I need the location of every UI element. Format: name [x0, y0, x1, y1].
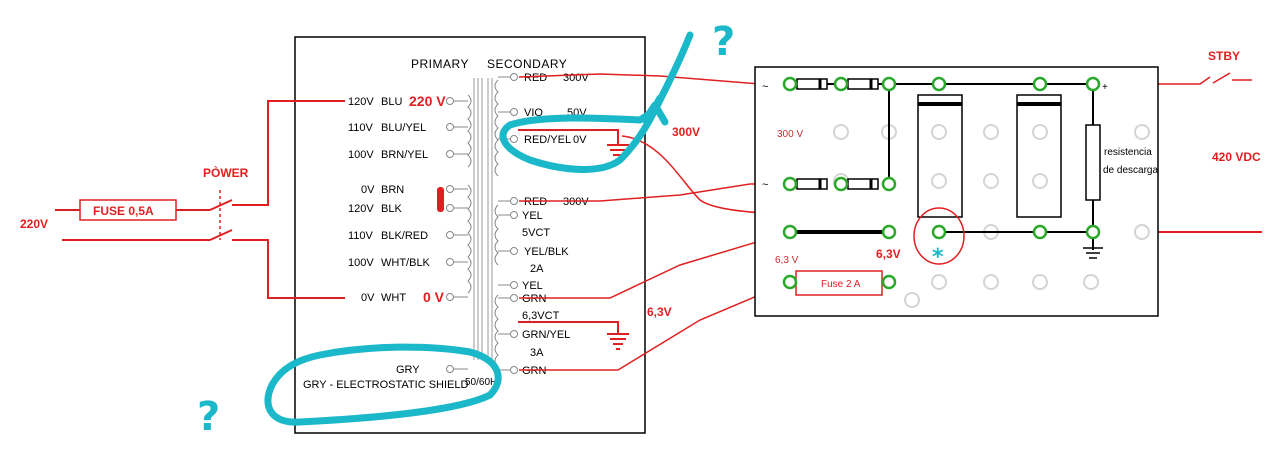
v63-left-label: 6,3V — [647, 305, 672, 319]
tap-voltage: 100V — [348, 257, 374, 269]
sec-color: RED — [524, 196, 547, 208]
sec-amp: 2A — [530, 263, 544, 275]
tap-pin — [446, 293, 454, 301]
filter-capacitors — [917, 94, 1062, 218]
tap-pin — [446, 123, 454, 131]
tap-220v-label: 220 V — [409, 93, 446, 109]
tap-pin — [446, 97, 454, 105]
shield-pin — [446, 365, 454, 373]
tap-color: BLU/YEL — [381, 122, 426, 134]
shield-label: GRY - ELECTROSTATIC SHIELD — [303, 379, 468, 391]
tap-color: BRN — [381, 184, 404, 196]
stby-label: STBY — [1208, 49, 1240, 63]
tap-color: WHT/BLK — [381, 257, 431, 269]
sec-value: 300V — [563, 196, 589, 208]
tap-color: BLU — [381, 96, 402, 108]
board-63v-annotation: 6,3V — [876, 247, 901, 261]
shield-color: GRY — [396, 364, 420, 376]
primary-jumper — [437, 187, 444, 212]
primary-title: PRIMARY — [411, 57, 469, 71]
tap-pin — [446, 150, 454, 158]
tap-voltage: 110V — [348, 230, 374, 242]
primary-coil — [467, 79, 499, 368]
sec-vct: 6,3VCT — [522, 310, 560, 322]
board-300v-label: 300 V — [777, 129, 803, 140]
power-switch-blade-1 — [209, 199, 233, 211]
ground-grnyel — [518, 321, 629, 350]
sec-color: VIO — [524, 107, 543, 119]
plus-sign: + — [1102, 82, 1108, 93]
sec-color: RED — [524, 72, 547, 84]
resistor-label-1: resistencia — [1104, 147, 1152, 158]
v300-label: 300V — [672, 125, 700, 139]
vdc420-label: 420 VDC — [1212, 150, 1261, 164]
tap-0v-label: 0 V — [423, 289, 445, 305]
sec-color: GRN — [522, 365, 547, 377]
sec-vct: 5VCT — [522, 227, 550, 239]
sec-value: 0V — [573, 134, 587, 146]
ac-symbol: ~ — [762, 179, 768, 191]
board-terminals — [782, 76, 1101, 290]
bleeder-resistor: resistencia de descarga + — [1085, 82, 1158, 201]
sec-color: GRN/YEL — [522, 329, 570, 341]
tap-color: BLK/RED — [381, 230, 428, 242]
board-63v-label: 6,3 V — [775, 255, 799, 266]
power-label: PÒWER — [203, 165, 249, 180]
sec-amp: 3A — [530, 347, 544, 359]
primary-taps: 120V BLU 110V BLU/YEL 100V BRN/YEL 0V BR… — [303, 96, 497, 391]
tap-pin — [446, 204, 454, 212]
highlight-circle — [913, 207, 965, 265]
tap-voltage: 100V — [348, 149, 374, 161]
tap-pin — [446, 231, 454, 239]
sec-color: YEL — [522, 280, 543, 292]
asterisk-mark: * — [932, 245, 944, 270]
sec-color: GRN — [522, 293, 547, 305]
mains-220v-label: 220V — [20, 217, 48, 231]
tap-pin — [446, 258, 454, 266]
tap-color: BRN/YEL — [381, 149, 428, 161]
tap-pin — [446, 185, 454, 193]
tap-color: WHT — [381, 292, 406, 304]
frequency-label: 50/60H — [465, 377, 497, 388]
sec-color: YEL/BLK — [524, 246, 569, 258]
power-switch-blade-2 — [209, 229, 233, 241]
transformer-core — [473, 78, 493, 360]
tap-voltage: 120V — [348, 203, 374, 215]
question-mark-icon: ? — [197, 394, 220, 440]
ac-symbol: ~ — [762, 81, 768, 93]
tap-voltage: 0V — [361, 184, 375, 196]
sec-color: RED/YEL — [524, 134, 571, 146]
cyan-markup — [264, 31, 694, 426]
resistor-label-2: de descarga — [1103, 165, 1158, 176]
question-mark-icon: ? — [712, 19, 735, 65]
main-fuse-label: FUSE 0,5A — [93, 204, 154, 218]
secondary-title: SECONDARY — [487, 57, 567, 71]
tap-color: BLK — [381, 203, 402, 215]
sec-color: YEL — [522, 210, 543, 222]
tap-voltage: 0V — [361, 292, 375, 304]
tap-voltage: 120V — [348, 96, 374, 108]
mains-input: FUSE 0,5A 220V PÒWER 220 V 0 V — [20, 93, 446, 305]
tap-voltage: 110V — [348, 122, 374, 134]
board-fuse-label: Fuse 2 A — [821, 279, 861, 290]
